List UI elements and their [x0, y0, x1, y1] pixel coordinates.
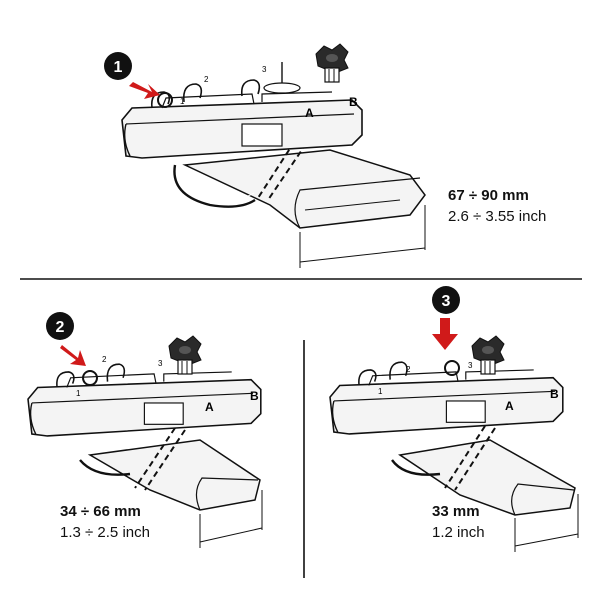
bl-clamp [27, 363, 262, 437]
top-dimension [299, 205, 426, 268]
top-step-number: 1 [114, 59, 123, 76]
top-red-arrow [129, 82, 160, 99]
top-slot-2: 2 [204, 75, 209, 84]
br-dimension [514, 494, 579, 552]
bl-red-arrow [60, 345, 86, 366]
br-step-badge: 3 [432, 286, 460, 314]
br-slot-3: 3 [468, 361, 473, 370]
panel-top: 1 1 2 3 A B [104, 43, 426, 268]
br-step-number: 3 [442, 293, 451, 310]
top-letter-b: B [349, 95, 358, 109]
bl-step-badge: 2 [46, 312, 74, 340]
top-knob [315, 43, 349, 83]
panel-bottom-right: 3 1 2 3 A B [329, 286, 579, 552]
bl-knob [168, 335, 202, 375]
bl-letter-b: B [250, 389, 259, 403]
br-crossbar [391, 425, 576, 516]
top-measure-mm: 67 ÷ 90 mm [448, 187, 529, 204]
panel-bottom-left: 2 1 2 3 A B [27, 312, 263, 548]
br-letter-b: B [550, 387, 559, 401]
br-measure-inch: 1.2 inch [432, 524, 485, 541]
top-clamp [121, 62, 363, 159]
br-letter-a: A [505, 399, 514, 413]
br-slot-1: 1 [378, 387, 383, 396]
top-letter-a: A [305, 106, 314, 120]
bl-measure-mm: 34 ÷ 66 mm [60, 503, 141, 520]
top-step-badge: 1 [104, 52, 132, 80]
top-slot-3: 3 [262, 65, 267, 74]
bl-step-number: 2 [56, 319, 65, 336]
bl-slot-2: 2 [102, 355, 107, 364]
bl-slot-1: 1 [76, 389, 81, 398]
top-slot-1: 1 [180, 97, 185, 106]
bl-letter-a: A [205, 400, 214, 414]
br-slot-2: 2 [406, 365, 411, 374]
bl-measure-inch: 1.3 ÷ 2.5 inch [60, 524, 150, 541]
br-knob [471, 335, 505, 375]
top-measure-inch: 2.6 ÷ 3.55 inch [448, 208, 547, 225]
bl-dimension [199, 490, 263, 548]
br-clamp [329, 361, 564, 435]
br-red-arrow [432, 318, 458, 350]
br-measure-mm: 33 mm [432, 503, 480, 520]
bl-slot-3: 3 [158, 359, 163, 368]
bl-crossbar [79, 427, 261, 511]
